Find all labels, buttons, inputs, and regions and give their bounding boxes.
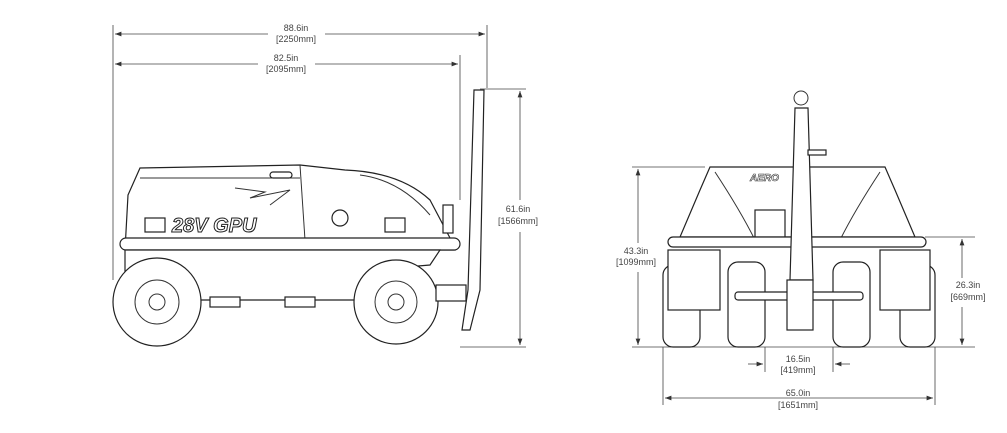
- 28v-gpu-label: 28V GPU: [171, 215, 257, 237]
- aero-logo: AERO: [749, 173, 779, 184]
- front-height-mm: [1099mm]: [616, 257, 656, 267]
- right-fender: [879, 249, 931, 311]
- front-height-in: 43.3in: [624, 246, 649, 256]
- gpu-cart-side: 28V GPU: [112, 89, 485, 347]
- rail-height-in: 26.3in: [956, 280, 981, 290]
- width-mm: [1651mm]: [778, 400, 818, 410]
- side-view: 88.6in [2250mm] 82.5in [2095mm] 61.6in […: [112, 23, 538, 348]
- front-tow-bar: [786, 90, 827, 331]
- wheel-gap-in: 16.5in: [786, 354, 811, 364]
- height-mm: [1566mm]: [498, 216, 538, 226]
- tow-bar: [435, 89, 485, 331]
- left-fender: [667, 249, 721, 311]
- rear-wheel: [112, 257, 202, 347]
- gpu-cart-front: [662, 90, 936, 348]
- front-wheel: [353, 259, 439, 345]
- body-length-in: 82.5in: [274, 53, 299, 63]
- right-inner-wheel: [832, 261, 871, 348]
- overall-length-mm: [2250mm]: [276, 34, 316, 44]
- body-length-mm: [2095mm]: [266, 64, 306, 74]
- overall-length-in: 88.6in: [284, 23, 309, 33]
- wheel-gap-mm: [419mm]: [780, 365, 815, 375]
- left-inner-wheel: [727, 261, 766, 348]
- front-view: 43.3in [1099mm] 26.3in [669mm] 16.5in [4…: [616, 90, 986, 410]
- height-in: 61.6in: [506, 204, 531, 214]
- width-in: 65.0in: [786, 388, 811, 398]
- rail-height-mm: [669mm]: [950, 292, 985, 302]
